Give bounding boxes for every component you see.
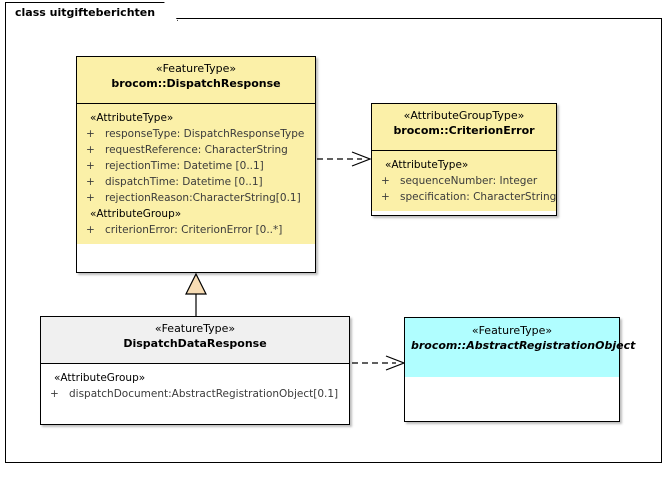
diagram-frame <box>5 18 662 463</box>
diagram-frame-tab[interactable]: class uitgifteberichten <box>5 2 178 21</box>
attribute-row[interactable]: + rejectionTime: Datetime [0..1] <box>81 158 311 174</box>
stereotype-label: «FeatureType» <box>155 62 237 75</box>
class-header-dispatch-response: «FeatureType» brocom::DispatchResponse <box>77 57 315 104</box>
class-node-abstract-registration-object[interactable]: «FeatureType» brocom::AbstractRegistrati… <box>404 317 636 422</box>
class-node-criterion-error[interactable]: «AttributeGroupType» brocom::CriterionEr… <box>371 103 557 216</box>
attribute-visibility: + <box>86 144 95 156</box>
attribute-label: criterionError: CriterionError [0..*] <box>105 224 283 236</box>
attribute-label: requestReference: CharacterString <box>105 144 288 156</box>
attribute-visibility: + <box>50 388 59 400</box>
attribute-row[interactable]: + dispatchDocument:AbstractRegistrationO… <box>45 386 345 402</box>
attribute-row[interactable]: + criterionError: CriterionError [0..*] <box>81 222 311 238</box>
attribute-label: dispatchTime: Datetime [0..1] <box>105 176 263 188</box>
attribute-row[interactable]: + specification: CharacterString <box>376 189 556 205</box>
class-header-dispatch-data-response: «FeatureType» DispatchDataResponse <box>41 317 349 364</box>
attribute-visibility: + <box>381 191 390 203</box>
stereotype-label: «FeatureType» <box>154 322 236 335</box>
attribute-label: rejectionReason:CharacterString[0.1] <box>105 192 301 204</box>
attribute-visibility: + <box>86 224 95 236</box>
class-name-label: DispatchDataResponse <box>123 337 267 350</box>
stereotype-label: «AttributeGroupType» <box>403 109 525 122</box>
attribute-label: dispatchDocument:AbstractRegistrationObj… <box>69 388 339 400</box>
compartment-group-label: «AttributeType» <box>385 159 469 171</box>
attribute-row[interactable]: + dispatchTime: Datetime [0..1] <box>81 174 311 190</box>
class-header-abstract-registration-object: «FeatureType» brocom::AbstractRegistrati… <box>405 318 636 365</box>
attribute-visibility: + <box>86 176 95 188</box>
compartment-group-label: «AttributeGroup» <box>54 372 146 384</box>
class-name-label: brocom::CriterionError <box>393 124 535 137</box>
class-node-dispatch-data-response[interactable]: «FeatureType» DispatchDataResponse «Attr… <box>40 316 350 425</box>
class-name-label: brocom::AbstractRegistrationObject <box>411 339 636 352</box>
attribute-visibility: + <box>86 160 95 172</box>
attribute-label: sequenceNumber: Integer <box>400 175 538 187</box>
attribute-row[interactable]: + requestReference: CharacterString <box>81 142 311 158</box>
compartment-group-label: «AttributeType» <box>90 112 174 124</box>
class-body-dispatch-data-response: «AttributeGroup» + dispatchDocument:Abst… <box>41 364 349 408</box>
stereotype-label: «FeatureType» <box>471 324 553 337</box>
class-body-criterion-error: «AttributeType» + sequenceNumber: Intege… <box>372 151 556 211</box>
attribute-row[interactable]: + sequenceNumber: Integer <box>376 173 552 189</box>
attribute-label: responseType: DispatchResponseType <box>105 128 305 140</box>
attribute-label: specification: CharacterString <box>400 191 557 203</box>
attribute-row[interactable]: + responseType: DispatchResponseType <box>81 126 311 142</box>
compartment-group-label: «AttributeGroup» <box>90 208 182 220</box>
attribute-row[interactable]: + rejectionReason:CharacterString[0.1] <box>81 190 311 206</box>
attribute-label: rejectionTime: Datetime [0..1] <box>105 160 264 172</box>
attribute-visibility: + <box>381 175 390 187</box>
attribute-visibility: + <box>86 192 95 204</box>
class-header-criterion-error: «AttributeGroupType» brocom::CriterionEr… <box>372 104 556 151</box>
diagram-frame-label: class uitgifteberichten <box>15 5 156 19</box>
class-body-dispatch-response: «AttributeType» + responseType: Dispatch… <box>77 104 315 244</box>
class-name-label: brocom::DispatchResponse <box>111 77 281 90</box>
class-body-abstract-registration-object <box>405 365 619 377</box>
class-node-dispatch-response[interactable]: «FeatureType» brocom::DispatchResponse «… <box>76 56 316 273</box>
attribute-visibility: + <box>86 128 95 140</box>
